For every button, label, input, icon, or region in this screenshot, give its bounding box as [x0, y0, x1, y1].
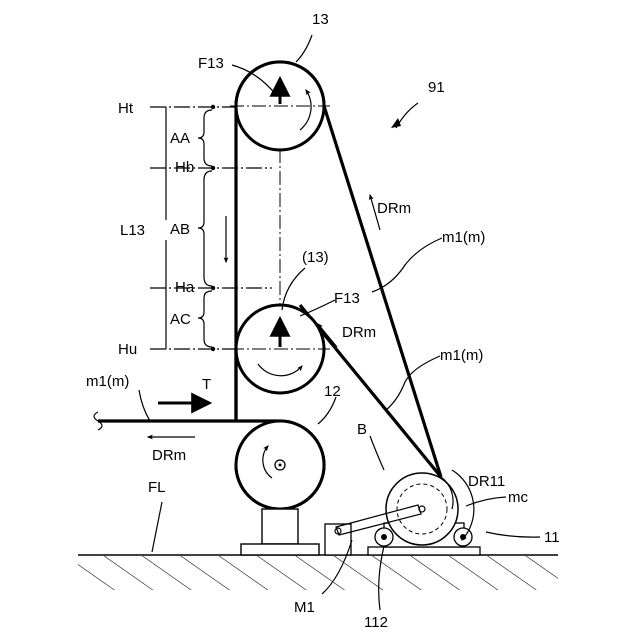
label-roller-mid: 12	[324, 383, 341, 400]
floor	[78, 555, 558, 590]
label-height-top: Ht	[118, 100, 134, 117]
roller-13-top	[230, 62, 330, 150]
label-zone-aa: AA	[170, 130, 190, 147]
roller-12	[236, 421, 324, 555]
label-direction-right-mid: DRm	[342, 324, 376, 341]
label-rotation: DR11	[468, 473, 505, 490]
label-material-upper: m1(m)	[442, 229, 485, 246]
label-height-u: Hu	[118, 341, 137, 358]
label-roller-top-alt: (13)	[302, 249, 329, 266]
label-force-top: F13	[198, 55, 224, 72]
label-tension: T	[202, 376, 211, 393]
label-height-a: Ha	[175, 279, 195, 296]
roller-13-lower	[230, 305, 330, 421]
label-material-left: m1(m)	[86, 373, 129, 390]
label-mount: 112	[364, 614, 388, 631]
label-zone-ab: AB	[170, 221, 190, 238]
label-motor: M1	[294, 599, 315, 616]
label-direction-left: DRm	[152, 447, 186, 464]
label-center: mc	[508, 489, 528, 506]
zone-braces	[198, 110, 212, 347]
label-zone-ac: AC	[170, 311, 191, 328]
drive-unit-11	[368, 470, 480, 555]
label-roller-top: 13	[312, 11, 329, 28]
label-fig-number: 91	[428, 79, 445, 96]
figure-number-arrow	[391, 103, 418, 128]
label-force-mid: F13	[334, 290, 360, 307]
label-length: L13	[120, 222, 145, 239]
label-material-mid: m1(m)	[440, 347, 483, 364]
label-height-b: Hb	[175, 159, 194, 176]
label-direction-right-upper: DRm	[377, 200, 411, 217]
label-drive-unit: 11	[544, 529, 560, 546]
label-floor: FL	[148, 479, 166, 496]
label-belt: B	[357, 421, 367, 438]
